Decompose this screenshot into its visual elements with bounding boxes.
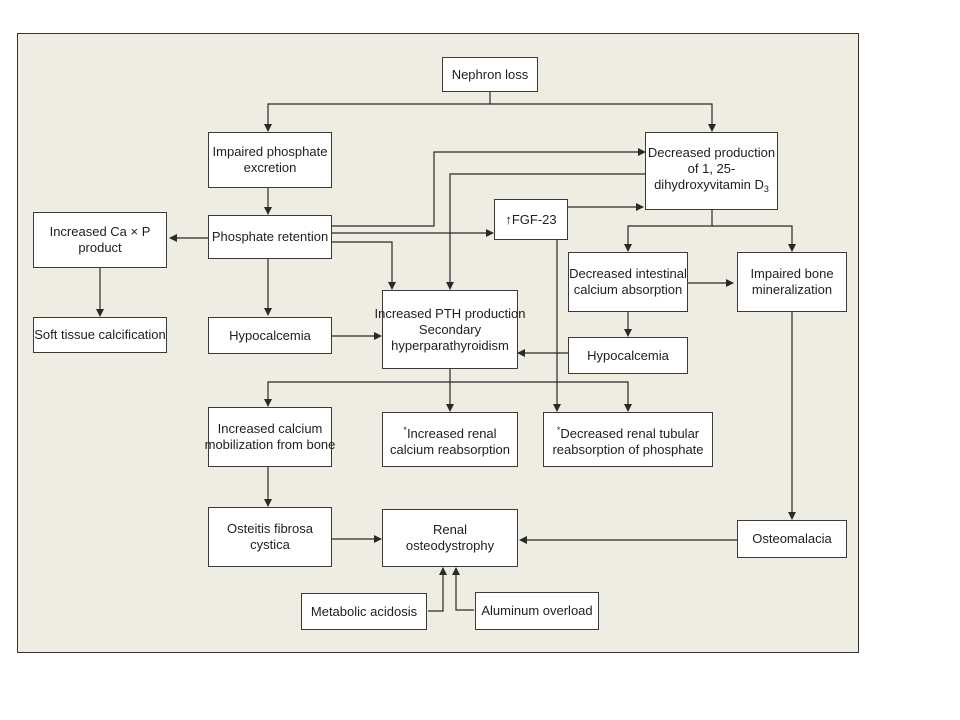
box-fgf23: ↑FGF-23 [494,199,568,240]
label-line: mineralization [751,282,833,297]
box-impaired-phosphate-excretion: Impaired phosphate excretion [208,132,332,188]
box-aluminum-overload: Aluminum overload [475,592,599,630]
label-line: Decreased intestinal [569,266,687,281]
box-increased-calcium-mobilization: Increased calcium mobilization from bone [205,407,335,467]
label-text: Decreased renal tubular [560,425,700,441]
label-hypocalcemia: Hypocalcemia [587,347,669,363]
label-fgf23: FGF-23 [511,211,557,227]
box-increased-pth: Increased PTH production Secondary hyper… [374,290,526,369]
box-metabolic-acidosis: Metabolic acidosis [301,593,427,630]
box-osteitis-fibrosa: Osteitis fibrosa cystica [208,507,332,567]
label-aluminum-overload: Aluminum overload [481,603,593,618]
label-line: dihydroxyvitamin D3 [654,177,769,197]
label-osteomalacia: Osteomalacia [752,531,832,546]
label-vitd-subscript: 3 [763,184,769,194]
label-nephron-loss: Nephron loss [451,66,529,82]
label-metabolic-acidosis: Metabolic acidosis [310,603,418,619]
label-line: *Decreased renal tubular [557,422,699,442]
label-text: Increased renal [406,425,497,441]
label-line: product [78,240,122,255]
label-line: Impaired bone [750,266,834,281]
box-soft-tissue-calcification: Soft tissue calcification [33,317,167,353]
label-line: Decreased production [647,145,776,160]
up-arrow-icon: ↑ [505,211,512,227]
label-line: osteodystrophy [405,538,495,553]
label-line: ↑FGF-23 [505,212,556,228]
box-increased-renal-calcium: *Increased renal calcium reabsorption [382,412,518,467]
label-line: *Increased renal [403,422,496,442]
label-line: Impaired phosphate [212,144,328,159]
box-hypocalcemia-right: Hypocalcemia [568,337,688,374]
label-line: Osteitis fibrosa [227,521,313,536]
box-renal-osteodystrophy: Renal osteodystrophy [382,509,518,567]
asterisk-mark: * [556,424,561,435]
label-line: hyperparathyroidism [391,337,509,353]
box-hypocalcemia-left: Hypocalcemia [208,317,332,354]
box-decreased-renal-tubular: *Decreased renal tubular reabsorption of… [543,412,713,467]
label-hypocalcemia: Hypocalcemia [229,327,311,343]
label-soft-tissue: Soft tissue calcification [34,327,166,342]
label-line: calcium reabsorption [390,441,510,457]
label-line: calcium absorption [573,282,683,297]
asterisk-mark: * [403,424,407,435]
label-line: cystica [250,537,290,552]
label-line: Increased Ca × P [49,224,151,239]
label-line: Increased PTH production [374,305,526,321]
box-nephron-loss: Nephron loss [442,57,538,92]
label-line: excretion [243,160,297,175]
label-phosphate-retention: Phosphate retention [211,229,329,244]
box-increased-ca-p: Increased Ca × P product [33,212,167,268]
label-vitd: dihydroxyvitamin D [654,177,764,192]
label-line: Secondary [418,321,482,337]
label-line: of 1, 25- [687,161,736,176]
label-line: Increased calcium [217,421,323,436]
label-line: reabsorption of phosphate [552,441,704,457]
box-decreased-production-vitd: Decreased production of 1, 25- dihydroxy… [645,132,778,210]
box-phosphate-retention: Phosphate retention [208,215,332,259]
box-decreased-intestinal-calcium: Decreased intestinal calcium absorption [568,252,688,312]
box-impaired-bone-mineralization: Impaired bone mineralization [737,252,847,312]
label-line: Renal [433,522,467,537]
box-osteomalacia: Osteomalacia [737,520,847,558]
label-line: mobilization from bone [204,437,336,452]
